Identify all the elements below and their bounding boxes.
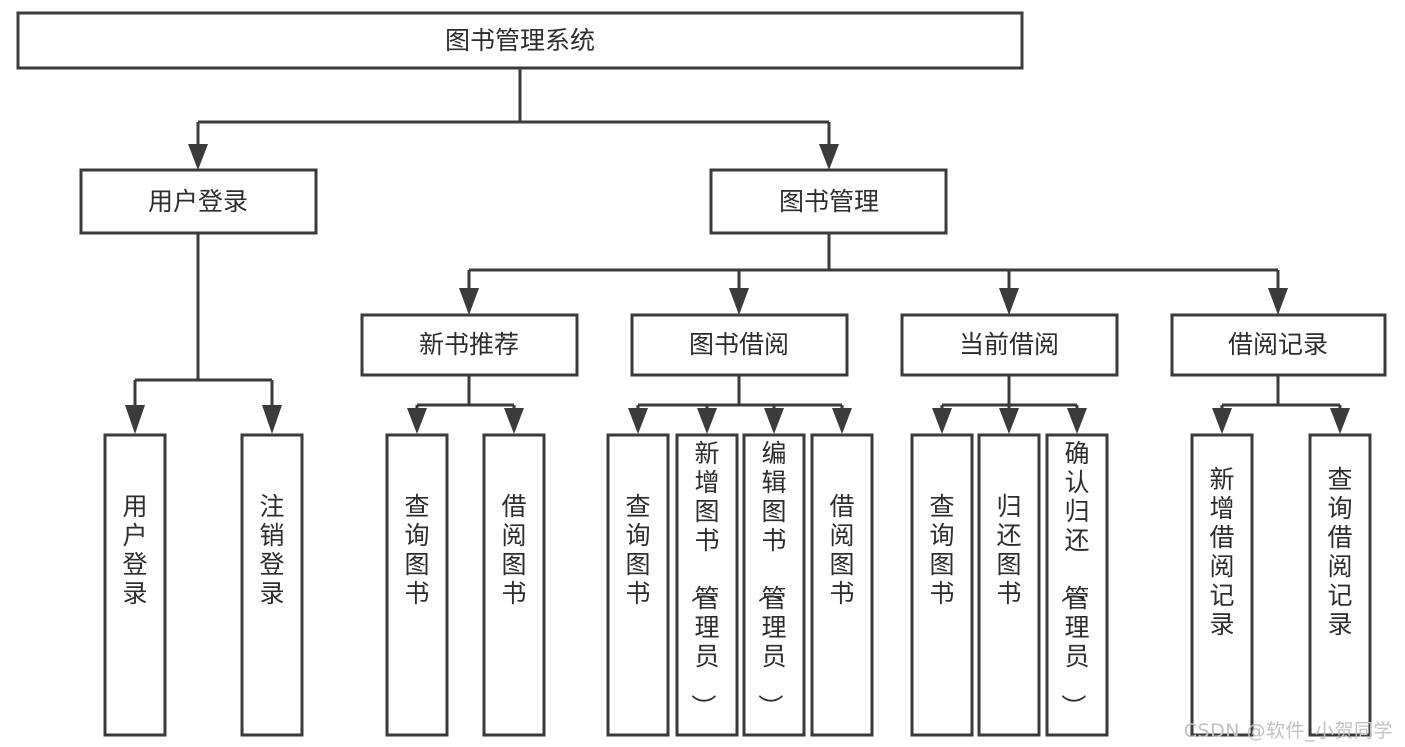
node-new-book-recommend-box[interactable] [360,313,579,377]
arrow-head-level3-2 [999,288,1019,315]
node-root-label: 图书管理系统 [445,26,595,55]
leaf-node-record-1[interactable]: 查询借阅记录 [1308,433,1372,737]
arrow-head-leaf-borrow-3 [832,408,852,434]
leaf-node-user-login-0-box[interactable] [103,433,167,737]
leaf-node-borrow-2-label: 编辑图书（管理员） [755,439,786,719]
arrow-head-leaf-borrow-2 [764,408,784,434]
leaf-node-current-1-box[interactable] [977,433,1041,737]
leaf-node-current-2-box[interactable] [1045,433,1109,737]
arrow-head-leaf-current-0 [932,408,952,434]
node-borrow-record-label: 借阅记录 [1228,330,1328,359]
arrow-head-level3-3 [1268,288,1288,315]
arrow-head-leaf-new-book-1 [504,408,524,434]
node-borrow-record[interactable]: 借阅记录 [1170,313,1387,377]
node-current-borrow[interactable]: 当前借阅 [900,313,1119,377]
arrow-head-leaf-new-book-0 [407,408,427,434]
node-current-borrow-box[interactable] [900,313,1119,377]
arrow-head-leaf-user-login-0 [125,405,145,434]
arrow-head-leaf-user-login-1 [262,405,282,434]
arrow-head-leaf-record-1 [1330,408,1350,434]
leaf-node-borrow-1[interactable]: 新增图书（管理员） [675,433,739,737]
node-root[interactable]: 图书管理系统 [16,11,1024,70]
leaf-node-record-1-box[interactable] [1308,433,1372,737]
node-book-manage-label: 图书管理 [779,187,879,216]
leaf-node-new-book-1[interactable]: 借阅图书 [482,433,546,737]
arrow-head-leaf-borrow-1 [697,408,717,434]
node-book-manage[interactable]: 图书管理 [709,168,948,235]
leaf-node-borrow-1-label: 新增图书（管理员） [688,439,719,719]
leaf-node-new-book-1-box[interactable] [482,433,546,737]
csdn-watermark: CSDN @软件_小贺同学 [1183,720,1393,742]
leaf-node-record-0-box[interactable] [1190,433,1254,737]
node-new-book-recommend[interactable]: 新书推荐 [360,313,579,377]
leaf-node-user-login-0-label: 用户登录 [122,492,147,608]
node-user-login-label: 用户登录 [148,187,248,216]
node-book-manage-box[interactable] [709,168,948,235]
arrow-head-leaf-borrow-0 [628,408,648,434]
arrow-head-level3-0 [459,288,479,315]
arrow-head-book-manage [819,144,839,170]
leaf-node-borrow-3[interactable]: 借阅图书 [810,433,874,737]
leaf-node-current-1-label: 归还图书 [996,492,1021,608]
leaf-node-current-0-label: 查询图书 [929,492,954,608]
node-root-box[interactable] [16,11,1024,70]
leaf-node-current-0-box[interactable] [910,433,974,737]
node-book-borrow[interactable]: 图书借阅 [630,313,849,377]
node-borrow-record-box[interactable] [1170,313,1387,377]
connector-layer [125,68,1350,434]
node-user-login[interactable]: 用户登录 [79,168,318,235]
leaf-node-current-2[interactable]: 确认归还（管理员） [1045,433,1109,737]
leaf-node-new-book-0-box[interactable] [385,433,449,737]
leaf-node-new-book-1-label: 借阅图书 [501,492,526,608]
node-book-borrow-box[interactable] [630,313,849,377]
leaf-node-new-book-0-label: 查询图书 [404,492,429,608]
leaf-node-borrow-3-box[interactable] [810,433,874,737]
leaf-node-user-login-1-label: 注销登录 [259,492,284,608]
leaf-node-record-1-label: 查询借阅记录 [1327,465,1352,639]
arrow-head-leaf-current-1 [999,408,1019,434]
arrow-head-user-login [188,144,208,170]
leaf-node-borrow-0-label: 查询图书 [625,492,650,608]
arrow-head-level3-1 [729,288,749,315]
leaf-node-borrow-0[interactable]: 查询图书 [606,433,670,737]
leaf-node-new-book-0[interactable]: 查询图书 [385,433,449,737]
leaf-node-borrow-1-box[interactable] [675,433,739,737]
node-new-book-recommend-label: 新书推荐 [419,330,519,359]
leaf-node-record-0-label: 新增借阅记录 [1209,465,1234,639]
leaf-node-borrow-0-box[interactable] [606,433,670,737]
leaf-node-user-login-1[interactable]: 注销登录 [240,433,304,737]
node-book-borrow-label: 图书借阅 [689,330,789,359]
arrow-head-leaf-record-0 [1212,408,1232,434]
node-user-login-box[interactable] [79,168,318,235]
leaf-node-borrow-3-label: 借阅图书 [829,492,854,608]
leaf-node-current-1[interactable]: 归还图书 [977,433,1041,737]
node-current-borrow-label: 当前借阅 [959,330,1059,359]
leaf-node-user-login-0[interactable]: 用户登录 [103,433,167,737]
leaf-node-borrow-2-box[interactable] [742,433,806,737]
leaf-node-user-login-1-box[interactable] [240,433,304,737]
leaf-node-record-0[interactable]: 新增借阅记录 [1190,433,1254,737]
leaf-node-borrow-2[interactable]: 编辑图书（管理员） [742,433,806,737]
leaf-node-current-2-label: 确认归还（管理员） [1058,439,1089,719]
leaf-node-current-0[interactable]: 查询图书 [910,433,974,737]
arrow-head-leaf-current-2 [1067,408,1087,434]
